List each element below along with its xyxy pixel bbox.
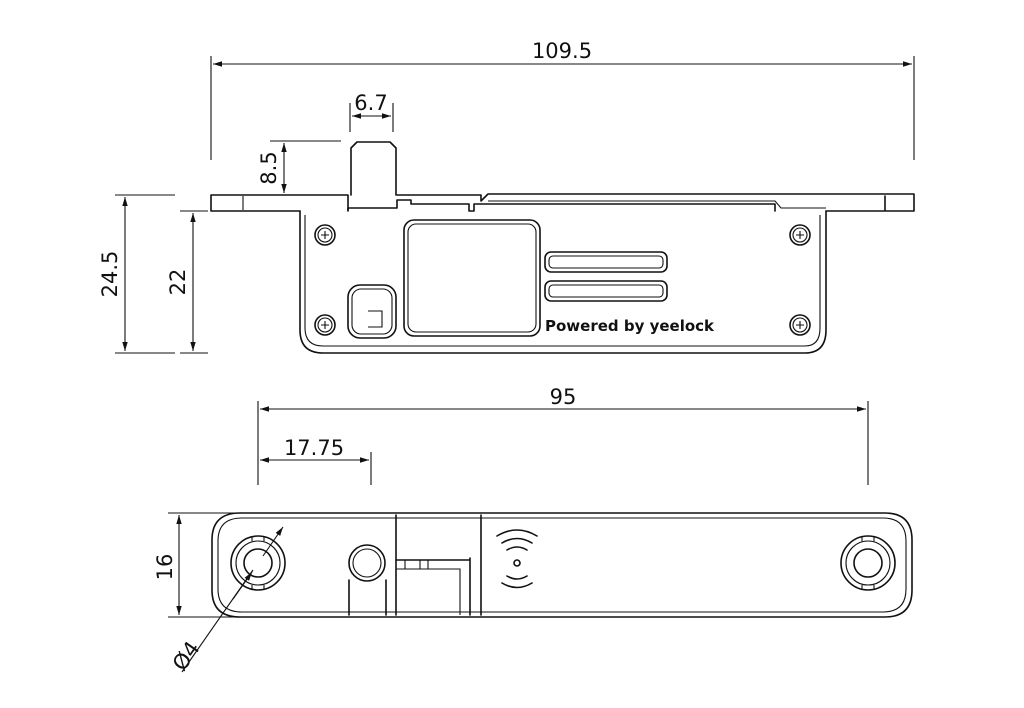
dimension-total-height: 24.5 <box>98 194 175 354</box>
mount-hole-right-icon <box>840 535 896 591</box>
bottom-view <box>211 512 913 618</box>
flange-plate <box>210 193 915 212</box>
bottom-body-outline <box>211 512 913 618</box>
dimension-overall-length: 109.5 <box>210 39 915 160</box>
dimension-mount-spacing: 95 <box>257 385 869 485</box>
dimension-pin-width: 6.7 <box>349 91 394 132</box>
indicator-slots <box>544 251 668 302</box>
dimension-width: 16 <box>153 512 236 618</box>
body-inner-outline <box>304 215 821 347</box>
bolt-assembly <box>348 544 471 616</box>
pin <box>350 141 397 196</box>
dimension-pin-height: 8.5 <box>257 140 341 196</box>
pin-offset-label: 17.75 <box>284 436 344 460</box>
mount-hole-left-icon <box>230 535 286 591</box>
pin-height-label: 8.5 <box>257 151 281 184</box>
screw-bottom-left-icon <box>314 314 336 336</box>
width-label: 16 <box>153 554 177 581</box>
total-height-label: 24.5 <box>98 251 122 298</box>
screw-top-right-icon <box>789 224 811 246</box>
display-window <box>403 219 541 337</box>
dimension-body-height: 22 <box>166 210 208 354</box>
dimension-pin-offset: 17.75 <box>260 436 372 485</box>
body-top-inner <box>488 200 826 209</box>
bottom-body-inner <box>217 517 907 613</box>
dimension-hole-diameter: Ø4 <box>168 527 283 675</box>
overall-length-label: 109.5 <box>532 39 592 63</box>
body-top-edge <box>347 199 776 212</box>
pin-width-label: 6.7 <box>354 91 387 115</box>
mount-spacing-label: 95 <box>550 385 577 409</box>
hole-diameter-label: Ø4 <box>168 637 205 675</box>
screw-bottom-right-icon <box>789 314 811 336</box>
front-view: Powered by yeelock <box>210 141 915 354</box>
brand-label: Powered by yeelock <box>545 317 715 335</box>
body-height-label: 22 <box>166 269 190 296</box>
screw-top-left-icon <box>314 224 336 246</box>
lock-knob <box>347 284 397 339</box>
body-outline <box>299 210 827 354</box>
nfc-signal-icon <box>496 529 538 589</box>
